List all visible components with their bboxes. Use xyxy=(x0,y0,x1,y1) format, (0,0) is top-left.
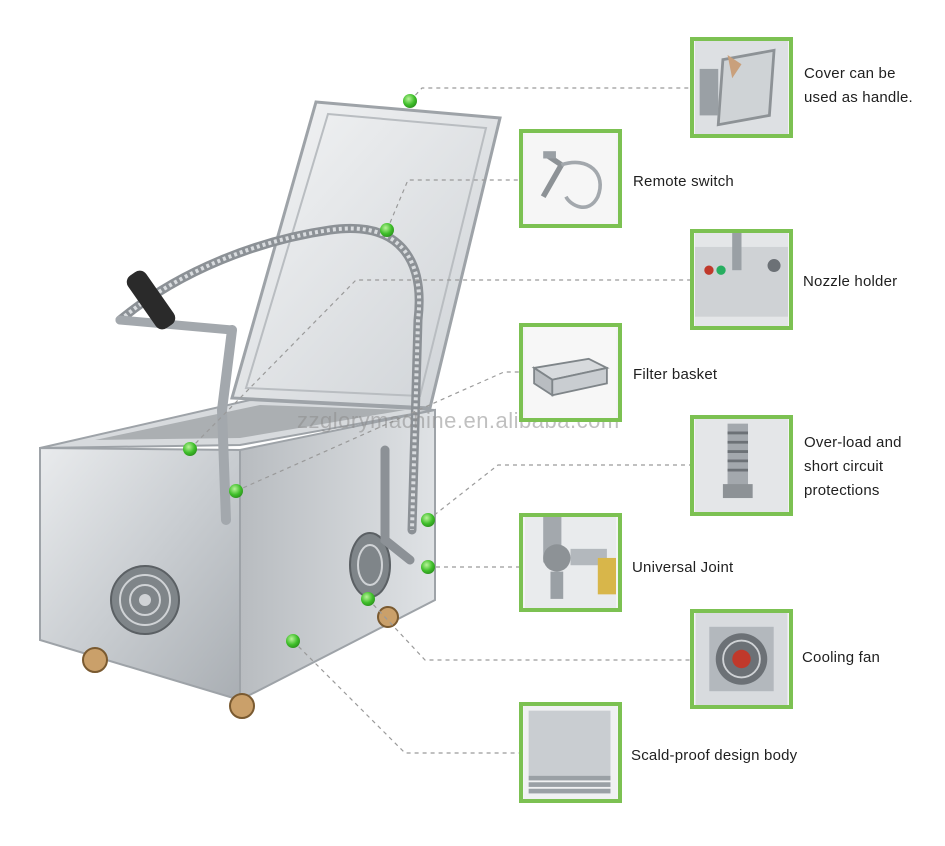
feature-label-nozzle-holder: Nozzle holder xyxy=(803,273,898,290)
cover-handle-photo xyxy=(690,37,793,138)
feature-label-cooling-fan: Cooling fan xyxy=(802,649,881,666)
feature-label-overload-protection: Over-load and short circuit protections xyxy=(804,434,902,499)
feature-label-remote-switch: Remote switch xyxy=(633,173,734,190)
feature-label-universal-joint: Universal Joint xyxy=(632,559,734,576)
feature-label-filter-basket: Filter basket xyxy=(633,366,718,383)
scald-proof-body-photo xyxy=(519,702,622,803)
nozzle-holder-photo xyxy=(690,229,793,330)
remote-switch-photo xyxy=(519,129,622,228)
filter-basket-photo xyxy=(519,323,622,422)
overload-protection-photo xyxy=(690,415,793,516)
cooling-fan-photo xyxy=(690,609,793,709)
feature-label-scald-proof-body: Scald-proof design body xyxy=(631,747,798,764)
universal-joint-photo xyxy=(519,513,622,612)
feature-label-cover-handle: Cover can be used as handle. xyxy=(804,65,913,106)
